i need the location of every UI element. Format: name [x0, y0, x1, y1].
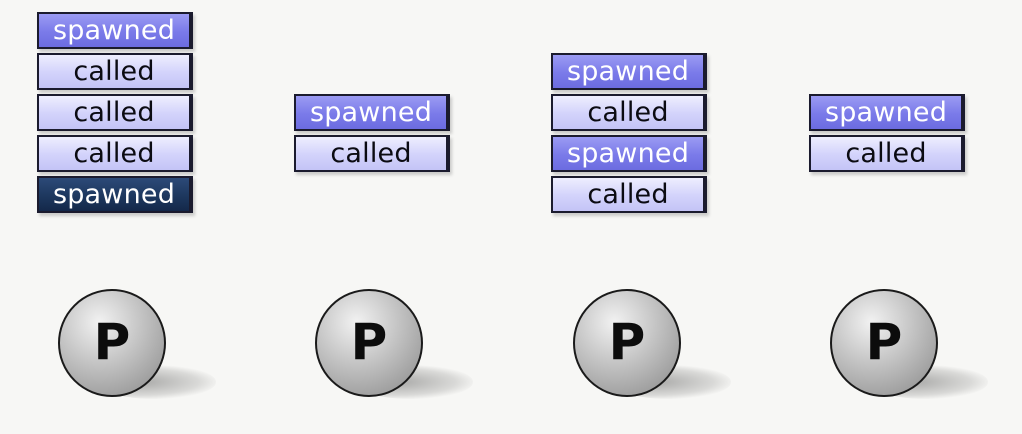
frame-spawned-current: spawned [37, 176, 193, 213]
processor-1: P [58, 289, 216, 401]
frame-called: called [294, 135, 450, 172]
frame-spawned: spawned [37, 12, 193, 49]
frame-spawned: spawned [551, 53, 707, 90]
frame-called: called [37, 53, 193, 90]
processor-label: P [350, 313, 388, 371]
frame-called: called [551, 94, 707, 131]
frame-spawned: spawned [809, 94, 965, 131]
processor-3: P [573, 289, 731, 401]
frame-called: called [809, 135, 965, 172]
worker-deque-4: spawned called [809, 94, 965, 176]
processor-ball-icon: P [830, 289, 938, 397]
processor-2: P [315, 289, 473, 401]
frame-called: called [37, 135, 193, 172]
processor-4: P [830, 289, 988, 401]
frame-spawned: spawned [294, 94, 450, 131]
worker-deque-3: spawned called spawned called [551, 53, 707, 217]
processor-label: P [608, 313, 646, 371]
worker-deque-2: spawned called [294, 94, 450, 176]
frame-spawned: spawned [551, 135, 707, 172]
worker-deque-1: spawned called called called spawned [37, 12, 193, 217]
frame-called: called [37, 94, 193, 131]
frame-called: called [551, 176, 707, 213]
processor-label: P [93, 313, 131, 371]
processor-label: P [865, 313, 903, 371]
processor-ball-icon: P [573, 289, 681, 397]
processor-ball-icon: P [315, 289, 423, 397]
processor-ball-icon: P [58, 289, 166, 397]
